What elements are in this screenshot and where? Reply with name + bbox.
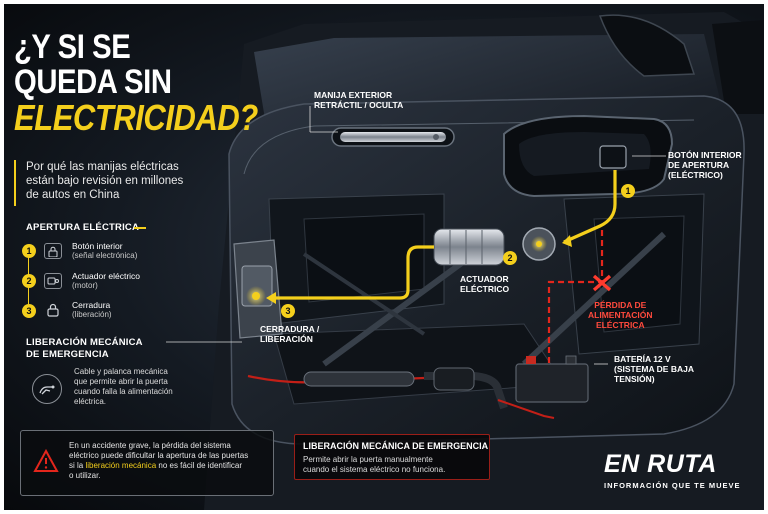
door-panel-shape	[228, 95, 745, 445]
callout-power-loss: PÉRDIDA DE ALIMENTACIÓN ELÉCTRICA	[588, 300, 653, 330]
subtitle-accent-bar	[14, 160, 16, 206]
brand-logo: EN RUTA INFORMACIÓN QUE TE MUEVE	[604, 450, 741, 490]
leader-lines	[166, 106, 666, 365]
page-title: ¿Y SI SE QUEDA SIN ELECTRICIDAD?	[14, 28, 298, 138]
emergency-cable-shape	[247, 367, 555, 419]
actuator-motor-shape	[433, 227, 556, 266]
infographic: 1 2 3 ¿Y SI SE QUEDA SIN ELECTRICIDAD? P…	[4, 4, 764, 510]
subtitle: Por qué las manijas eléctricas están baj…	[26, 160, 183, 202]
exterior-handle-shape	[331, 127, 455, 147]
brand-tagline: INFORMACIÓN QUE TE MUEVE	[604, 481, 741, 490]
heading-rule	[134, 227, 146, 229]
badge-step-3: 3	[281, 304, 295, 318]
subtitle-line-2: están bajo revisión en millones	[26, 175, 184, 187]
callout-exterior-handle: MANIJA EXTERIOR RETRÁCTIL / OCULTA	[314, 90, 404, 110]
callout-battery: BATERÍA 12 V (SISTEMA DE BAJA TENSIÓN)	[614, 354, 694, 384]
brand-name: EN RUTA	[604, 450, 717, 478]
emergency-release-title: LIBERACIÓN MECÁNICA DE EMERGENCIA	[303, 441, 489, 451]
lock-button-icon	[44, 243, 62, 259]
title-line-1: ¿Y SI SE	[14, 28, 131, 66]
badge-step-2: 2	[503, 251, 517, 265]
interior-handle-shape	[503, 114, 674, 198]
padlock-icon	[44, 302, 62, 318]
battery-shape	[515, 355, 589, 403]
warning-box: En un accidente grave, la pérdida del si…	[20, 430, 274, 496]
car-door-diagram	[166, 12, 764, 510]
warning-triangle-icon	[33, 448, 59, 473]
electric-opening-list: 1 Botón interior (señal electrónica) 2 A…	[22, 238, 222, 324]
callout-actuator: ACTUADOR ELÉCTRICO	[460, 274, 510, 294]
callout-lock: CERRADURA / LIBERACIÓN	[260, 324, 320, 344]
warning-text: En un accidente grave, la pérdida del si…	[69, 441, 249, 480]
emergency-release-desc: Permite abrir la puerta manualmente cuan…	[303, 455, 446, 474]
lock-mechanism-shape	[233, 239, 283, 339]
electric-opening-heading: APERTURA ELÉCTRICA	[26, 222, 140, 233]
electric-signal-path	[266, 170, 617, 304]
subtitle-line-1: Por qué las manijas eléctricas	[26, 161, 179, 173]
motor-icon	[44, 273, 62, 289]
power-loss-path	[547, 230, 612, 364]
mechanical-release-heading: LIBERACIÓN MECÁNICA DE EMERGENCIA	[26, 337, 143, 360]
callout-interior-button: BOTÓN INTERIOR DE APERTURA (ELÉCTRICO)	[668, 150, 742, 180]
emergency-release-box: LIBERACIÓN MECÁNICA DE EMERGENCIA Permit…	[294, 434, 490, 480]
mechanical-release-desc: Cable y palanca mecánica que permite abr…	[74, 367, 173, 406]
title-line-3: ELECTRICIDAD?	[14, 97, 258, 138]
subtitle-line-3: de autos en China	[26, 189, 120, 201]
badge-step-1: 1	[621, 184, 635, 198]
hand-pull-icon	[32, 374, 62, 404]
title-line-2: QUEDA SIN	[14, 63, 172, 101]
highlight-mechanical-release: liberación mecánica	[85, 461, 157, 470]
